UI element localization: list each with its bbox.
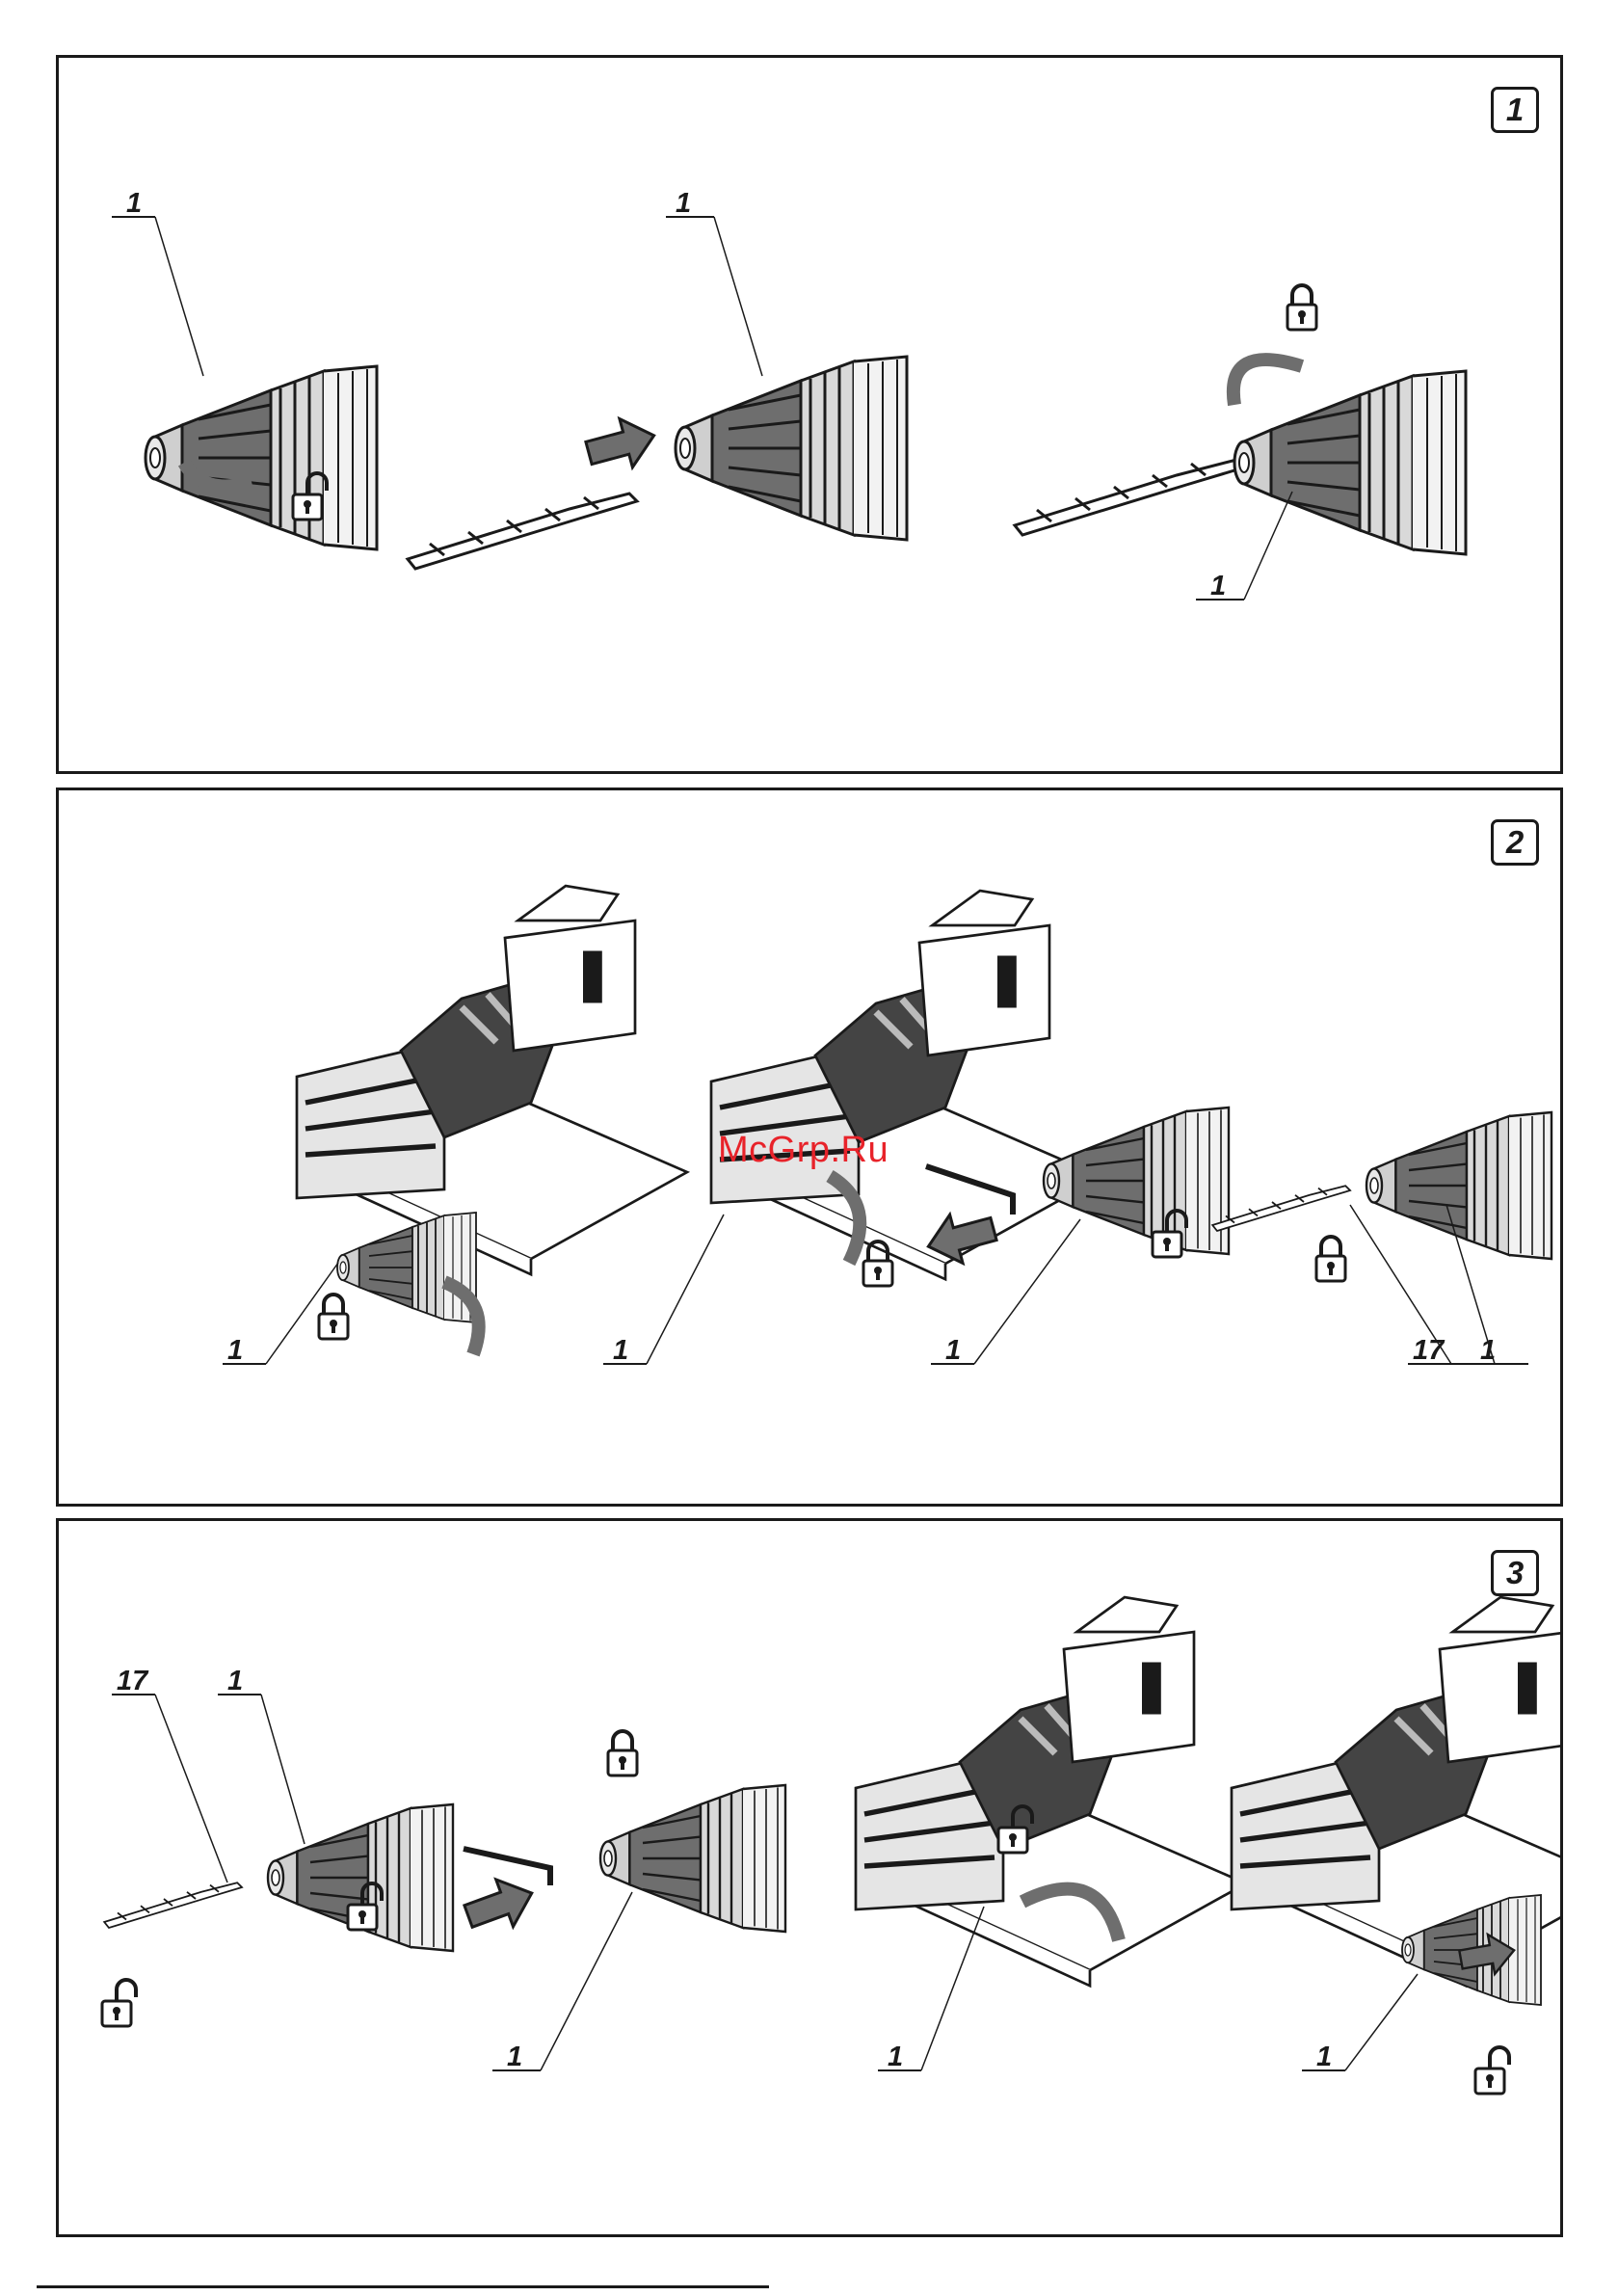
part-label: 1 xyxy=(676,188,691,219)
part-label: 1 xyxy=(945,1335,961,1366)
part-label: 17 xyxy=(1413,1335,1446,1366)
part-label: 1 xyxy=(227,1666,243,1696)
drill-illustration xyxy=(856,1597,1246,1986)
drill-bit-illustration xyxy=(1212,1186,1350,1231)
chuck-illustration xyxy=(676,357,907,540)
footer-rule xyxy=(37,2285,769,2288)
lock-closed-icon xyxy=(1287,285,1316,330)
chuck-illustration xyxy=(337,1213,476,1322)
panel-1-illustration: 1 1 1 xyxy=(59,58,1560,771)
watermark-text: McGrp.Ru xyxy=(718,1130,889,1171)
lock-closed-icon xyxy=(608,1731,637,1775)
arrow-icon xyxy=(582,412,660,477)
part-label: 1 xyxy=(1480,1335,1496,1366)
chuck-illustration xyxy=(1234,371,1466,554)
part-label: 1 xyxy=(888,2042,903,2072)
figure-panel-3: 3 17 1 1 1 1 xyxy=(56,1518,1563,2237)
part-label: 1 xyxy=(1316,2042,1332,2072)
panel-3-illustration: 17 1 1 1 1 xyxy=(59,1521,1560,2234)
lock-closed-icon xyxy=(319,1295,348,1339)
part-label: 1 xyxy=(613,1335,628,1366)
drill-bit-illustration xyxy=(104,1882,242,1928)
drill-bit-illustration xyxy=(1015,460,1244,535)
part-label: 1 xyxy=(227,1335,243,1366)
part-label: 17 xyxy=(117,1666,149,1696)
lock-open-icon xyxy=(1475,2047,1509,2094)
drill-illustration xyxy=(711,891,1101,1279)
part-label: 1 xyxy=(1210,571,1226,601)
arrow-icon xyxy=(460,1870,541,1940)
lock-closed-icon xyxy=(1316,1237,1345,1281)
drill-bit-illustration xyxy=(408,494,637,569)
figure-panel-1: 1 1 1 1 xyxy=(56,55,1563,774)
part-label: 1 xyxy=(126,188,142,219)
chuck-illustration xyxy=(1366,1112,1552,1259)
part-label: 1 xyxy=(507,2042,522,2072)
lock-open-icon xyxy=(102,1980,136,2026)
chuck-illustration xyxy=(146,366,377,549)
rotate-arrow-icon xyxy=(1233,360,1302,405)
drill-illustration xyxy=(297,886,687,1274)
chuck-illustration xyxy=(600,1785,785,1932)
